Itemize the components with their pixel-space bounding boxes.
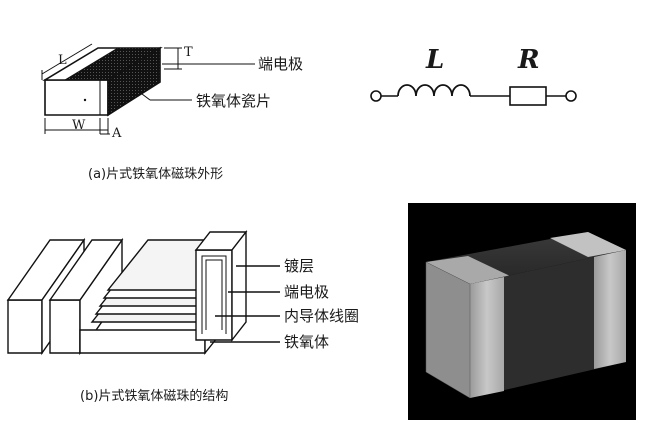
chip-side-electrode bbox=[107, 46, 161, 117]
label-plating: 镀层 bbox=[284, 257, 314, 275]
dim-W-label: W bbox=[72, 118, 86, 133]
terminal-left bbox=[370, 90, 382, 102]
label-end-electrode-a: 端电极 bbox=[258, 55, 303, 73]
inductor-coil bbox=[397, 84, 471, 97]
resistor-symbol: R bbox=[517, 45, 540, 75]
equivalent-circuit: L R bbox=[370, 45, 577, 106]
caption-b: (b)片式铁氧体磁珠的结构 bbox=[80, 388, 228, 404]
plating-outline bbox=[201, 255, 227, 334]
resistor-box bbox=[509, 86, 547, 106]
ferrite-base bbox=[79, 329, 206, 354]
inductor-symbol: L bbox=[425, 45, 444, 75]
right-end-cap bbox=[195, 249, 233, 341]
left-end-cap bbox=[7, 299, 43, 354]
dim-A-label: A bbox=[111, 126, 122, 141]
photo-left-cap bbox=[426, 262, 470, 398]
caption-a: (a)片式铁氧体磁珠外形 bbox=[88, 167, 223, 182]
terminal-right bbox=[565, 90, 577, 102]
chip-front-face bbox=[44, 79, 109, 116]
dim-L-label: L bbox=[58, 53, 67, 68]
photo-body-front bbox=[470, 250, 626, 398]
label-inner-coil: 内导体线圈 bbox=[284, 307, 359, 325]
panel-b-structure bbox=[6, 229, 280, 356]
panel-a-chip-outline: L T W A 端电极 铁氧体瓷片 (a)片式铁氧体磁珠外形 bbox=[41, 43, 303, 182]
photo-right-cap bbox=[594, 250, 626, 369]
label-ferrite-ceramic: 铁氧体瓷片 bbox=[196, 92, 271, 110]
label-end-electrode-b: 端电极 bbox=[284, 283, 329, 301]
label-ferrite: 铁氧体 bbox=[284, 333, 329, 351]
chip-photo bbox=[408, 203, 636, 420]
dim-T-label: T bbox=[184, 45, 193, 60]
